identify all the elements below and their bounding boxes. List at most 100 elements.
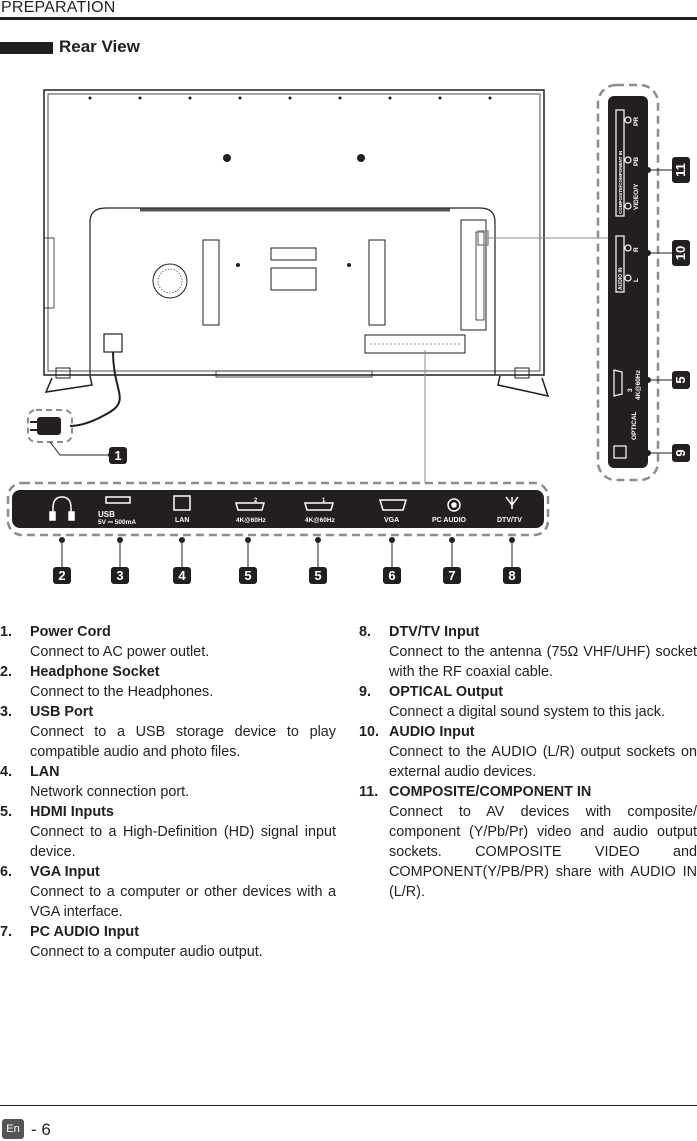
rear-view-diagram: USB 5V ⎓ 500mA LAN 2 4K@60Hz 1 4K@60Hz V…: [6, 83, 690, 584]
item-title: Headphone Socket: [30, 664, 160, 680]
header-rule: [0, 17, 697, 20]
bottom-port-panel: [12, 490, 544, 528]
callout-badge-5b: 5: [309, 567, 327, 584]
power-cord: [30, 351, 121, 435]
callout-badge-9: 9: [672, 444, 690, 462]
list-item: 11. COMPOSITE/COMPONENT IN Connect to AV d…: [359, 782, 697, 902]
svg-text:4: 4: [178, 568, 186, 583]
video-y-label: VIDEO/Y: [633, 183, 640, 210]
item-number: 9.: [359, 684, 372, 700]
section-header-title: PREPARATION: [1, 0, 116, 16]
item-number: 7.: [0, 924, 13, 940]
hdmi-3-spec: 4K@60Hz: [635, 369, 642, 400]
section-marker-bar: [0, 42, 53, 54]
svg-text:6: 6: [388, 568, 395, 583]
lan-port-icon: [173, 495, 191, 511]
item-description: Connect to the AUDIO (L/R) output socket…: [389, 744, 697, 780]
optical-label: OPTICAL: [631, 411, 638, 440]
item-number: 6.: [0, 864, 13, 880]
item-title: DTV/TV Input: [389, 624, 480, 640]
svg-text:5: 5: [314, 568, 321, 583]
callout-badge-2: 2: [53, 567, 71, 584]
antenna-icon: [505, 496, 519, 509]
item-number: 5.: [0, 804, 13, 820]
audio-l-label: L: [633, 278, 640, 282]
usb-label: USB: [98, 510, 115, 519]
audio-in-label: AUDIO IN: [618, 267, 624, 290]
callout-badge-1: 1: [109, 447, 127, 464]
svg-text:8: 8: [508, 568, 515, 583]
audio-l-jack-icon: [624, 274, 632, 282]
pc-audio-jack-icon: [447, 498, 461, 512]
hdmi-2-spec: 4K@60Hz: [236, 517, 267, 524]
optical-port-icon: [613, 445, 627, 459]
footer-rule: [0, 1105, 697, 1106]
pc-audio-label: PC AUDIO: [432, 517, 467, 524]
item-number: 3.: [0, 704, 13, 720]
svg-text:7: 7: [448, 568, 455, 583]
mount-screws: [88, 96, 492, 267]
svg-text:5: 5: [673, 376, 688, 383]
vga-port-icon: [378, 499, 408, 511]
item-number: 4.: [0, 764, 13, 780]
tv-rear-panel: [43, 89, 550, 398]
item-number: 8.: [359, 624, 372, 640]
page-number: - 6: [31, 1120, 51, 1139]
headphone-icon: [52, 496, 72, 515]
item-title: PC AUDIO Input: [30, 924, 139, 940]
pr-label: PR: [633, 117, 640, 126]
svg-text:3: 3: [116, 568, 123, 583]
svg-text:2: 2: [58, 568, 65, 583]
svg-text:10: 10: [673, 246, 688, 260]
composite-label: COMPOSITE/COMPONENT IN: [618, 151, 623, 214]
item-title: Power Cord: [30, 624, 111, 640]
item-number: 11.: [359, 784, 379, 800]
audio-r-jack-icon: [624, 244, 632, 252]
item-title: VGA Input: [30, 864, 100, 880]
pr-jack-icon: [624, 116, 632, 124]
item-title: AUDIO Input: [389, 724, 475, 740]
callout-badge-3: 3: [111, 567, 129, 584]
item-description: Connect to a USB storage device to play …: [30, 724, 336, 760]
hdmi-3-number: 3: [627, 388, 634, 392]
video-y-jack-icon: [624, 202, 632, 210]
side-ports-highlight: [596, 83, 660, 482]
item-number: 1.: [0, 624, 13, 640]
callout-badge-4: 4: [173, 567, 191, 584]
vga-label: VGA: [384, 517, 399, 524]
item-title: LAN: [30, 764, 60, 780]
lan-label: LAN: [175, 517, 189, 524]
item-title: COMPOSITE/COMPONENT IN: [389, 784, 592, 800]
pb-jack-icon: [624, 156, 632, 164]
item-description: Connect to AV devices with composite/ co…: [389, 804, 697, 900]
svg-text:9: 9: [673, 449, 688, 456]
callout-badge-10: 10: [672, 240, 690, 266]
item-description: Connect to a High-Definition (HD) signal…: [30, 824, 336, 860]
dtv-label: DTV/TV: [497, 517, 522, 524]
callout-badge-6: 6: [383, 567, 401, 584]
item-title: OPTICAL Output: [389, 684, 504, 700]
svg-text:11: 11: [673, 163, 688, 177]
item-description: Connect to a computer audio output.: [30, 944, 263, 960]
svg-text:5: 5: [244, 568, 251, 583]
svg-text:1: 1: [114, 448, 121, 463]
language-badge: En: [2, 1119, 24, 1139]
callout-badge-5a: 5: [239, 567, 257, 584]
item-number: 2.: [0, 664, 13, 680]
hdmi-2-number: 2: [254, 498, 258, 504]
callout-badge-8: 8: [503, 567, 521, 584]
section-title: Rear View: [59, 37, 140, 56]
item-description: Connect a digital sound system to this j…: [389, 704, 665, 720]
item-description: Connect to the antenna (75Ω VHF/UHF) soc…: [389, 644, 697, 680]
